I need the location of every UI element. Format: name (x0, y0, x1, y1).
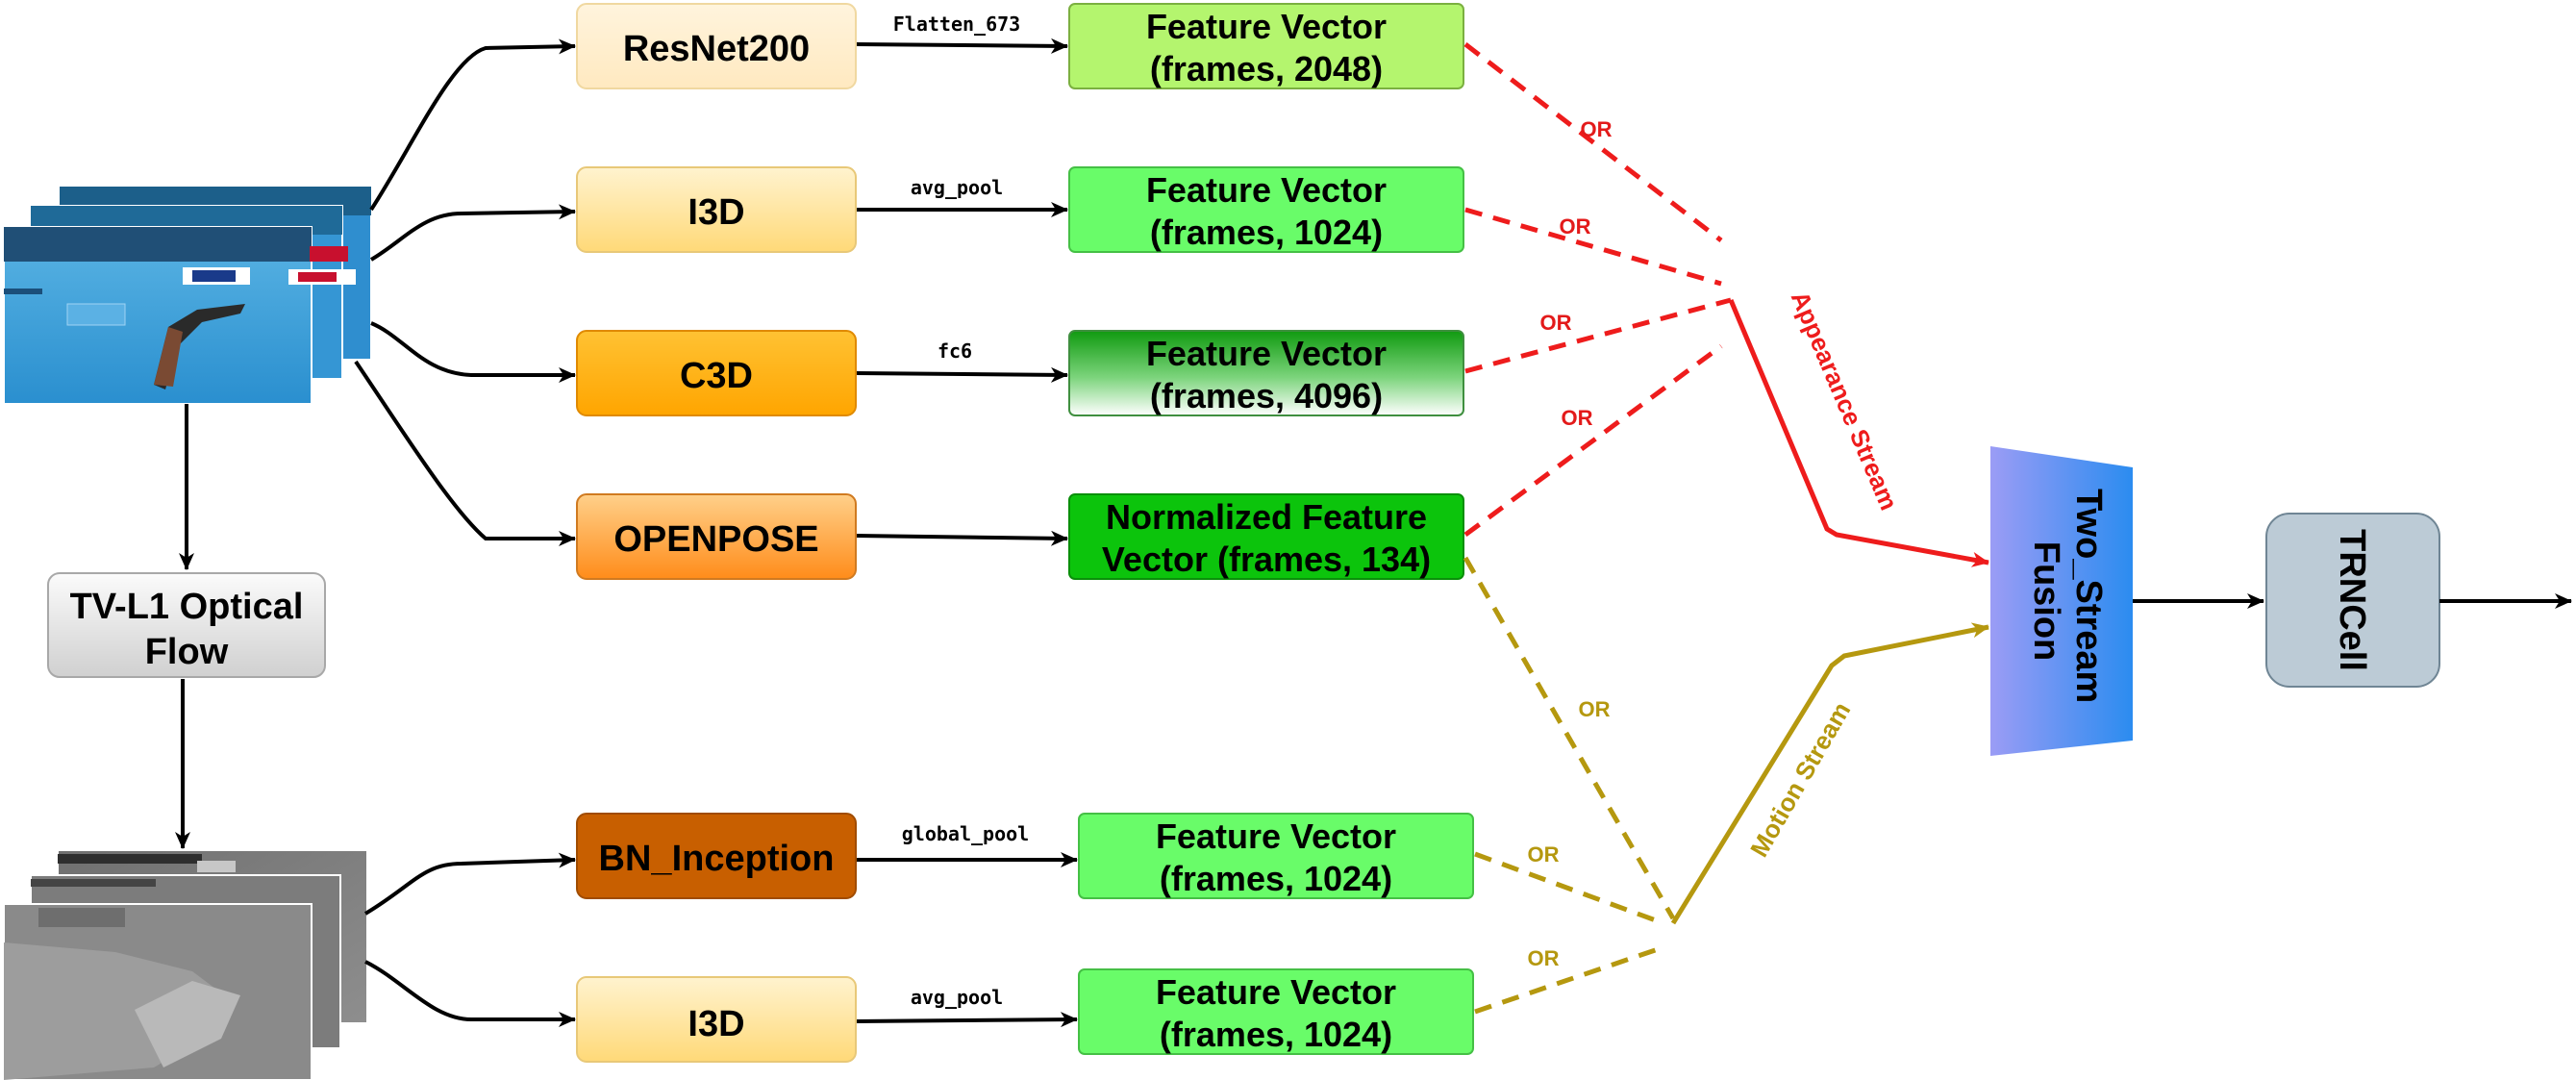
edge-flow-i3d (364, 960, 576, 1027)
feature-line1: Feature Vector (1156, 816, 1396, 856)
appearance-stream-label: Appearance Stream (1786, 287, 1904, 515)
dashed-f2-merge (1464, 207, 1722, 287)
appearance-stream-arrow (1728, 299, 1989, 567)
feature-line1: Feature Vector (1146, 7, 1387, 46)
model-label: BN_Inception (599, 839, 835, 879)
layer-label-i3d-flow: avg_pool (911, 986, 1003, 1009)
or-label-1: OR (1581, 117, 1613, 141)
layer-label-c3d: fc6 (938, 339, 972, 363)
tvl1-line2: Flow (145, 632, 229, 672)
model-openpose: OPENPOSE (576, 493, 857, 580)
feature-vector-1024-bn: Feature Vector (frames, 1024) (1078, 813, 1474, 899)
feature-vector-1024-flow: Feature Vector (frames, 1024) (1078, 968, 1474, 1055)
two-stream-fusion: Two_Stream Fusion (1990, 446, 2133, 756)
or-label-7: OR (1528, 946, 1560, 970)
feature-line1: Feature Vector (1146, 334, 1387, 373)
layer-label-i3d-rgb: avg_pool (911, 176, 1003, 199)
model-label: ResNet200 (623, 29, 810, 69)
trn-cell: TRNCell (2265, 513, 2440, 688)
dashed-f3-merge (1464, 297, 1732, 374)
video-frames-stack-icon (3, 186, 372, 405)
feature-line2: (frames, 1024) (1160, 1015, 1392, 1054)
model-c3d: C3D (576, 330, 857, 416)
fusion-line2: Fusion (2026, 541, 2066, 662)
edge-c3d-f3 (855, 366, 1068, 383)
feature-line2: (frames, 2048) (1150, 49, 1383, 88)
feature-line2: (frames, 1024) (1150, 213, 1383, 252)
dashed-f6-motion (1474, 944, 1664, 1015)
feature-vector-4096: Feature Vector (frames, 4096) (1068, 330, 1464, 416)
or-label-2: OR (1560, 214, 1591, 239)
model-i3d-rgb: I3D (576, 166, 857, 253)
feature-line2: (frames, 1024) (1160, 859, 1392, 898)
trn-label: TRNCell (2332, 529, 2372, 671)
edge-resnet-f1 (855, 38, 1068, 54)
feature-line2: (frames, 4096) (1150, 376, 1383, 415)
or-label-6: OR (1528, 842, 1560, 867)
model-resnet200: ResNet200 (576, 3, 857, 89)
feature-line1: Feature Vector (1146, 170, 1387, 210)
dashed-f5-motion (1474, 851, 1664, 926)
edge-i3dflow-f6 (855, 1012, 1078, 1028)
model-label: OPENPOSE (613, 519, 818, 560)
tvl1-optical-flow: TV-L1 Optical Flow (47, 572, 326, 678)
edge-frames-resnet (369, 38, 576, 212)
fusion-line1: Two_Stream (2068, 489, 2109, 703)
layer-label-bn-inception: global_pool (902, 822, 1029, 845)
edge-frames-c3d (370, 321, 576, 383)
edge-flow-bn (363, 852, 576, 916)
or-label-4: OR (1562, 406, 1593, 430)
input-connectors (175, 38, 576, 1027)
motion-dashed-links (1463, 556, 1676, 1015)
dashed-f4-merge (1463, 343, 1723, 538)
model-label: C3D (680, 356, 753, 396)
tvl1-line1: TV-L1 Optical (70, 587, 304, 627)
or-label-5: OR (1579, 697, 1611, 721)
model-label: I3D (688, 192, 744, 233)
layer-label-resnet: Flatten_673 (893, 13, 1020, 36)
model-i3d-flow: I3D (576, 976, 857, 1063)
feature-vector-1024-rgb: Feature Vector (frames, 1024) (1068, 166, 1464, 253)
dashed-f1-merge (1463, 42, 1723, 242)
model-feature-connectors (855, 38, 1078, 1028)
edge-openpose-f4 (855, 530, 1068, 546)
appearance-dashed-links (1463, 42, 1732, 538)
model-bn-inception: BN_Inception (576, 813, 857, 899)
or-label-3: OR (1540, 311, 1572, 335)
edge-frames-openpose (354, 360, 576, 546)
svg-text:Two_Stream Fusion: Two_Stream Fusion (2026, 489, 2109, 714)
optical-flow-frames-stack-icon (3, 849, 368, 1080)
model-label: I3D (688, 1004, 744, 1044)
edge-frames-i3d (369, 204, 576, 262)
dashed-f4-motion (1463, 556, 1676, 920)
feature-line1: Feature Vector (1156, 972, 1396, 1012)
motion-stream-arrow (1670, 622, 1989, 925)
feature-line1: Normalized Feature (1106, 497, 1427, 537)
feature-line2: Vector (frames, 134) (1102, 540, 1431, 579)
feature-vector-2048: Feature Vector (frames, 2048) (1068, 3, 1464, 89)
feature-vector-134: Normalized Feature Vector (frames, 134) (1068, 493, 1464, 580)
